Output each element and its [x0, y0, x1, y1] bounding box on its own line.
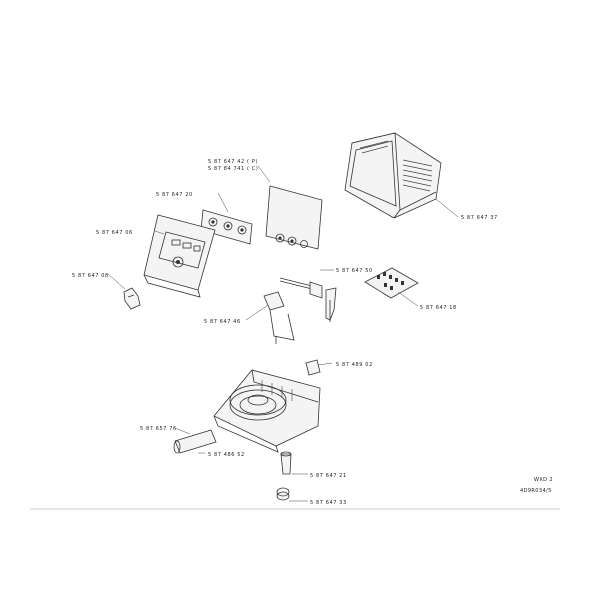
- transformer-bracket: [263, 291, 295, 344]
- tube-sleeve: [173, 429, 217, 454]
- knob-cap: [276, 487, 290, 501]
- cable-connector: [279, 277, 337, 322]
- label-part-1: 5 87 647 42 ( P): [208, 159, 258, 165]
- label-part-9: 5 87 647 46: [204, 319, 241, 325]
- clip-bracket: [123, 287, 141, 310]
- foot-plug: [280, 451, 292, 475]
- leader-lines: [107, 165, 459, 502]
- base-unit: [213, 369, 321, 453]
- label-part-4: 5 87 647 06: [96, 230, 133, 236]
- label-part-14: 5 87 647 33: [310, 500, 347, 506]
- rear-panel: [265, 185, 323, 250]
- label-part-3: 5 87 647 20: [156, 192, 193, 198]
- drawing-code: 4D9R034/5: [520, 488, 552, 494]
- label-part-10: 5 87 489 02: [336, 362, 373, 368]
- label-part-12: 5 87 486 52: [208, 452, 245, 458]
- pcb-board: [364, 267, 419, 299]
- label-part-7: 5 87 647 50: [336, 268, 373, 274]
- front-panel: [143, 214, 216, 298]
- small-bracket: [305, 359, 321, 376]
- label-part-11: 5 87 657 76: [140, 426, 177, 432]
- label-part-2: 5 87 84 741 ( C): [208, 166, 258, 172]
- label-part-5: 5 87 647 37: [461, 215, 498, 221]
- label-part-13: 5 87 647 21: [310, 473, 347, 479]
- socket-strip: [200, 209, 253, 245]
- model-label: WXD 2: [534, 477, 553, 483]
- label-part-8: 5 87 647 18: [420, 305, 457, 311]
- label-part-6: 5 87 647 08: [72, 273, 109, 279]
- housing-cover: [344, 132, 442, 219]
